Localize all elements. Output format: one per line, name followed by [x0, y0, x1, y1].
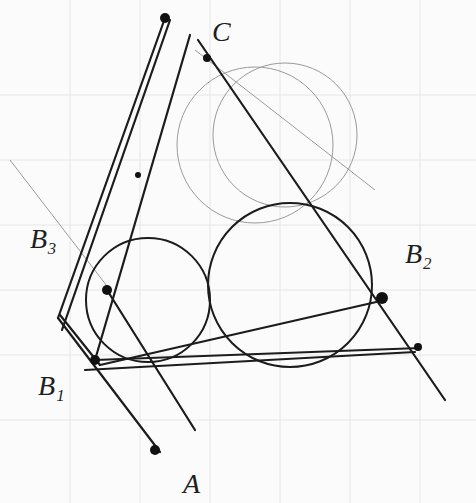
point-label: B₃ [30, 225, 57, 253]
point-label: B₁ [38, 372, 65, 400]
point-label: B₂ [405, 240, 432, 268]
faint-circles [10, 50, 375, 290]
point-label: A [183, 470, 200, 498]
point-label: C [212, 18, 231, 46]
inscribed-circles [86, 203, 372, 367]
points [90, 13, 422, 455]
triangle-lines [58, 18, 445, 452]
